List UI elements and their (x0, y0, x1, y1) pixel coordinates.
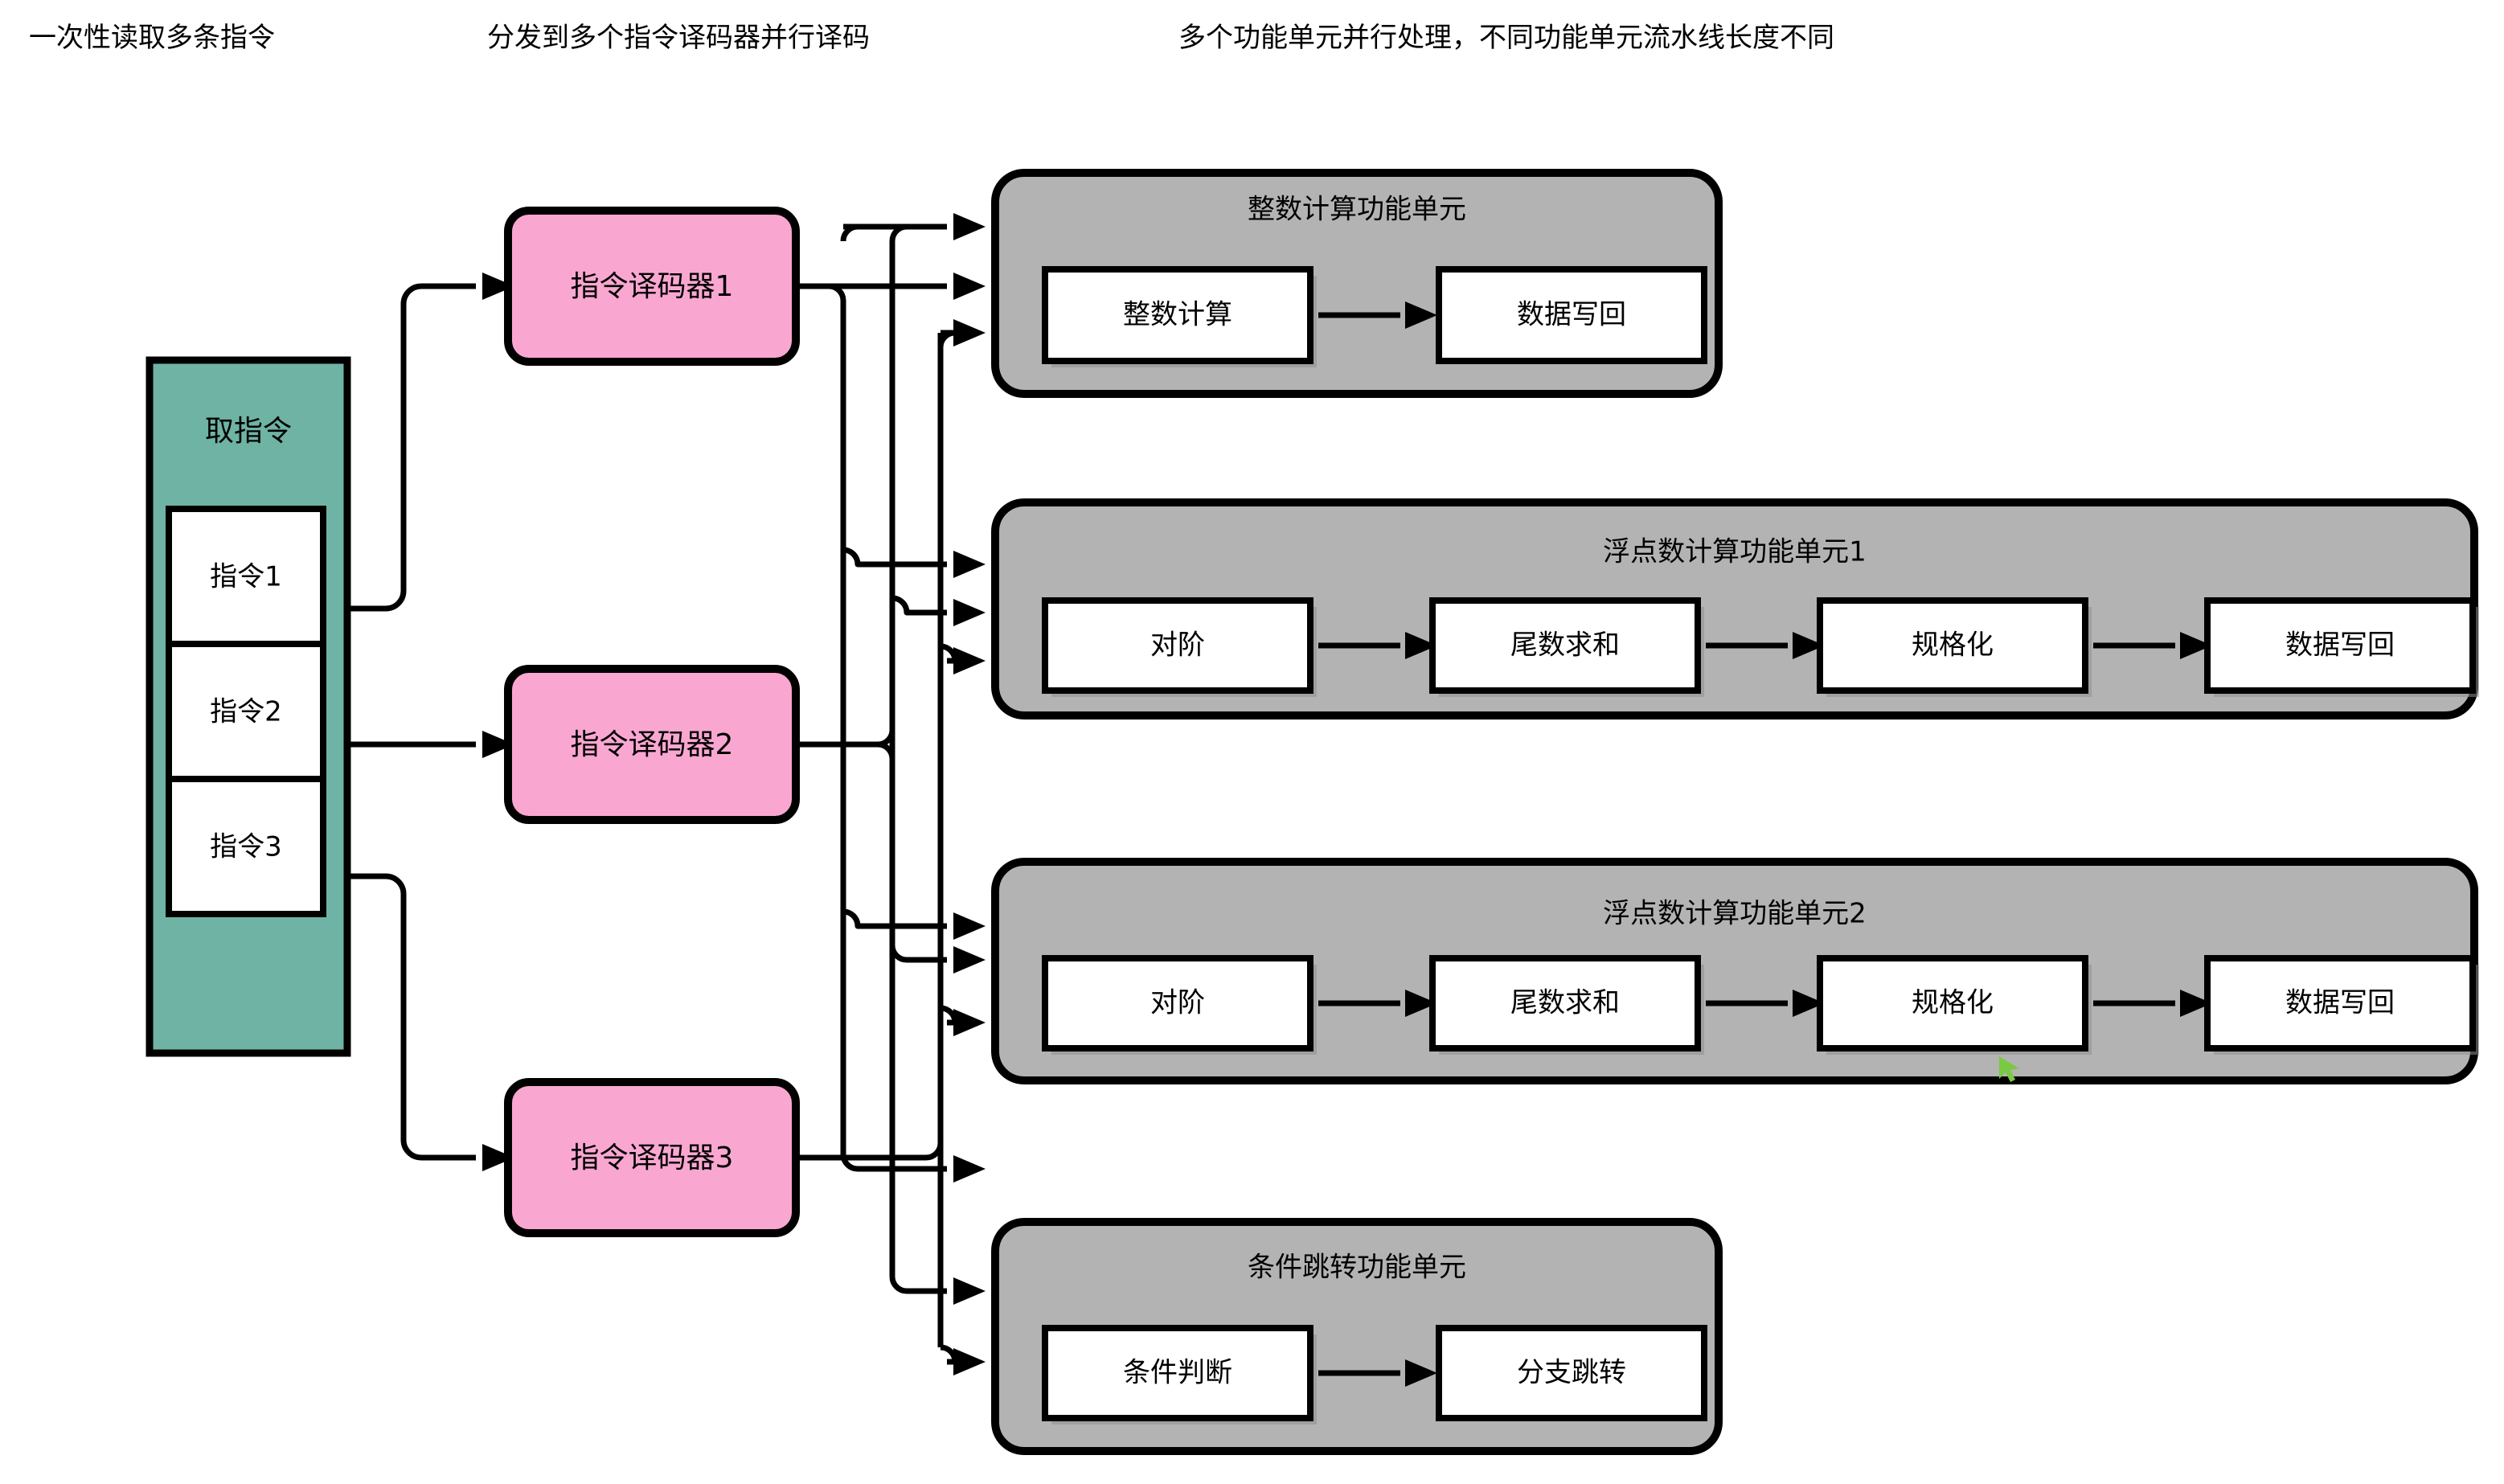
fetch-unit-title: 取指令 (205, 415, 292, 448)
stage-label-float2-2: 规格化 (1912, 987, 1994, 1019)
stage-box-float1-2[interactable] (1817, 597, 2088, 694)
decoder-1-label: 指令译码器1 (571, 270, 734, 303)
stage-box-float1-3[interactable] (2204, 597, 2476, 694)
stage-label-float2-3: 数据写回 (2285, 987, 2395, 1019)
stage-box-float2-3[interactable] (2204, 955, 2476, 1052)
decoder-3-body (504, 1078, 800, 1237)
decoder-2-body (504, 665, 800, 824)
stage-label-branch-0: 条件判断 (1123, 1357, 1232, 1389)
fetch-unit[interactable]: 取指令 指令1 指令2 指令3 (145, 356, 351, 1057)
instruction-label-2: 指令2 (210, 696, 282, 728)
decoder-2[interactable]: 指令译码器2 (504, 665, 800, 824)
stage-box-branch-1[interactable] (1436, 1325, 1707, 1421)
stage-box-branch-0[interactable] (1042, 1325, 1313, 1421)
functional-unit-float-1[interactable]: 浮点数计算功能单元1 对阶 尾数求和 规格化 数据写回 (991, 498, 2479, 719)
stage-box-float2-2[interactable] (1817, 955, 2088, 1052)
stage-label-float1-1: 尾数求和 (1510, 629, 1620, 662)
decoder-2-label: 指令译码器2 (571, 728, 734, 761)
decoder-1-body (504, 207, 800, 366)
instruction-box-1[interactable] (166, 506, 326, 647)
functional-unit-float-2[interactable]: 浮点数计算功能单元2 对阶 尾数求和 规格化 数据写回 (991, 858, 2479, 1084)
functional-unit-branch[interactable]: 条件跳转功能单元 条件判断 分支跳转 (991, 1218, 1723, 1455)
instruction-box-2[interactable] (166, 641, 326, 782)
functional-unit-branch-title: 条件跳转功能单元 (1248, 1252, 1466, 1284)
stage-label-float1-3: 数据写回 (2285, 629, 2395, 662)
stage-label-float2-0: 对阶 (1150, 987, 1205, 1019)
stage-box-float2-1[interactable] (1429, 955, 1701, 1052)
stage-box-float1-0[interactable] (1042, 597, 1313, 694)
stage-box-float1-1[interactable] (1429, 597, 1701, 694)
functional-unit-float-2-title: 浮点数计算功能单元2 (1603, 898, 1867, 930)
stage-label-integer-0: 整数计算 (1123, 299, 1232, 331)
caption-execute: 多个功能单元并行处理，不同功能单元流水线长度不同 (1178, 22, 1834, 54)
stage-label-branch-1: 分支跳转 (1517, 1357, 1626, 1389)
stage-label-integer-1: 数据写回 (1517, 299, 1626, 331)
stage-label-float2-1: 尾数求和 (1510, 987, 1620, 1019)
caption-fetch: 一次性读取多条指令 (29, 22, 275, 54)
functional-unit-float-1-title: 浮点数计算功能单元1 (1603, 536, 1867, 568)
decoder-3[interactable]: 指令译码器3 (504, 1078, 800, 1237)
stage-box-integer-1[interactable] (1436, 266, 1707, 364)
functional-unit-integer-title: 整数计算功能单元 (1248, 194, 1466, 226)
instruction-box-3[interactable] (166, 776, 326, 917)
bus-horizontal-stubs (796, 223, 955, 1365)
functional-unit-integer[interactable]: 整数计算功能单元 整数计算 数据写回 (991, 169, 1723, 398)
stage-box-float2-0[interactable] (1042, 955, 1313, 1052)
stage-label-float1-2: 规格化 (1912, 629, 1994, 662)
arrowheads-to-units (953, 213, 986, 1375)
stage-label-float1-0: 对阶 (1150, 629, 1205, 662)
decoder-1[interactable]: 指令译码器1 (504, 207, 800, 366)
stage-box-integer-0[interactable] (1042, 266, 1313, 364)
mouse-cursor-artifact (1999, 1056, 2019, 1082)
instruction-label-1: 指令1 (210, 561, 282, 593)
caption-decode: 分发到多个指令译码器并行译码 (487, 22, 870, 54)
instruction-label-3: 指令3 (210, 831, 282, 863)
decoder-3-label: 指令译码器3 (571, 1142, 734, 1174)
